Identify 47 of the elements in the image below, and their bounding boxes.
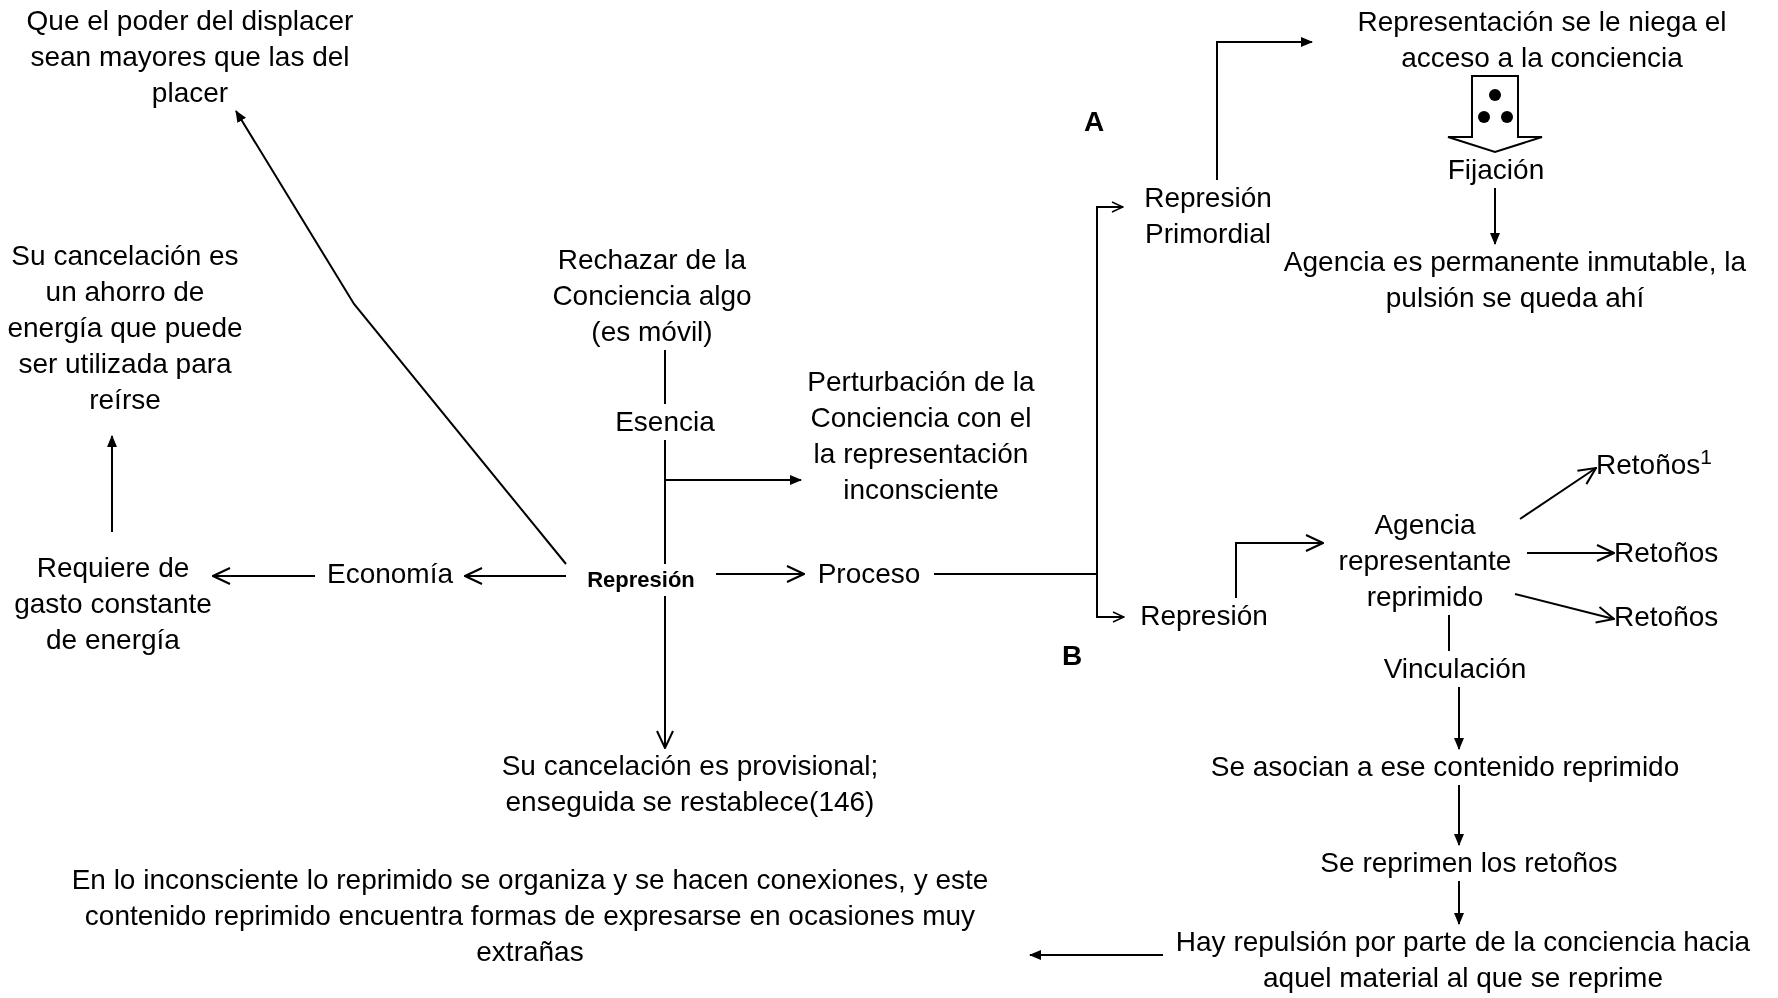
arrow [1514, 593, 1615, 624]
arrow [1490, 187, 1500, 245]
arrow [1519, 467, 1597, 520]
node-text: En lo inconsciente lo reprimido se organiza y se hacen conexiones, y este contenido reprimido encuentra formas de expresarse en ocasiones muy extrañas [70, 863, 990, 969]
node-text: Represión Primordial [1143, 181, 1273, 251]
arrow [715, 565, 805, 583]
node-text: Se asocian a ese contenido reprimido [1210, 750, 1680, 784]
node-text: Se reprimen los retoños [1320, 846, 1618, 880]
arrow [656, 595, 674, 749]
arrow [664, 439, 802, 485]
node-text: Esencia [615, 405, 715, 439]
node-text: Su cancelación es un ahorro de energía que puede ser utilizada para reírse [6, 239, 244, 417]
node-text: Retoños$^{1}$ [1596, 447, 1712, 482]
arrow [1526, 544, 1615, 562]
connector-line [664, 349, 666, 405]
block-arrow [1447, 75, 1543, 154]
arrow [1029, 950, 1164, 960]
node-text: Hay repulsión por parte de la conciencia hacia aquel material al que se reprime [1174, 925, 1752, 995]
arrow [107, 435, 117, 533]
node-text: Requiere de gasto constante de energía [13, 551, 213, 657]
node-text: Fijación [1447, 153, 1545, 187]
node-text: Agencia representante reprimido [1337, 508, 1513, 614]
node-text: Rechazar de la Conciencia algo (es móvil) [551, 243, 753, 349]
node-text: Vinculación [1383, 652, 1527, 686]
connector-line [1448, 614, 1450, 652]
node-text: Su cancelación es provisional; enseguida se restablece(146) [500, 749, 880, 819]
arrow [1235, 534, 1324, 599]
node-text: Que el poder del displacer sean mayores que las del placer [25, 4, 355, 110]
node-text: Perturbación de la Conciencia con el la representación inconsciente [806, 365, 1036, 507]
node-text: Retoños [1614, 536, 1719, 570]
node-text: Proceso [817, 557, 921, 591]
node-text: Agencia es permanente inmutable, la pulsión se queda ahí [1282, 245, 1748, 315]
node-text: Represión [1140, 599, 1268, 633]
node-text: Retoños [1614, 600, 1719, 634]
arrow [1454, 880, 1464, 925]
arrow [1216, 37, 1313, 181]
section-letter: A [1084, 105, 1105, 139]
node-text: Represión [587, 566, 695, 594]
section-letter: B [1062, 639, 1083, 673]
arrow [464, 567, 567, 585]
node-text: Economía [326, 557, 454, 591]
arrow [933, 573, 1125, 623]
node-text: Representación se le niega el acceso a la conciencia [1356, 5, 1728, 75]
arrow [235, 110, 567, 565]
arrow [1454, 686, 1464, 750]
arrow [1454, 784, 1464, 846]
arrow [212, 567, 316, 585]
